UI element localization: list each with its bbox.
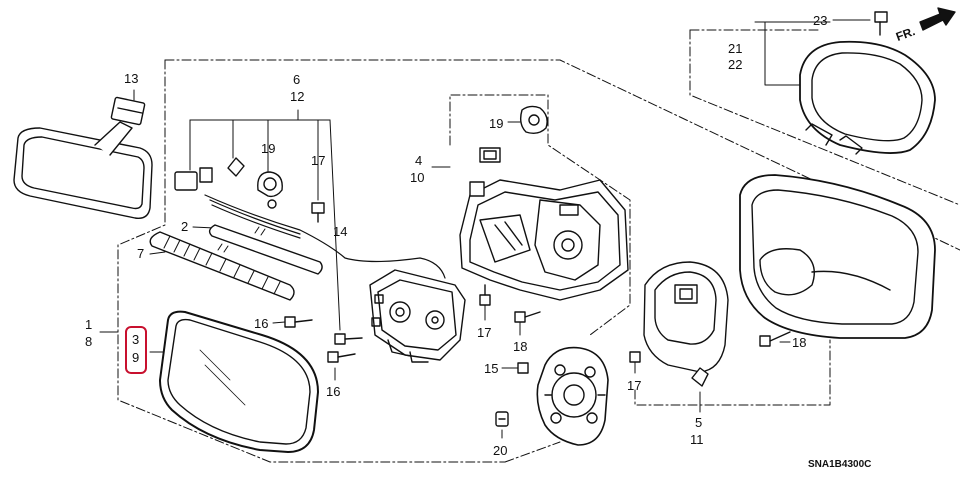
screw-14-fastener — [334, 333, 363, 345]
back-plate — [536, 346, 609, 446]
cable-2 — [208, 224, 323, 275]
callout-6: 6 — [293, 72, 301, 87]
callout-17-motor: 17 — [477, 325, 492, 340]
assembly-boundary — [117, 29, 960, 463]
screw-17-right — [629, 351, 641, 363]
screw-15 — [517, 362, 529, 374]
clip-19-left — [257, 171, 283, 209]
callout-3: 3 — [132, 332, 140, 347]
base-cover — [643, 261, 729, 373]
diagram-code: SNA1B4300C — [808, 459, 872, 470]
callout-10: 10 — [410, 170, 425, 185]
rearview-mirror — [13, 89, 153, 219]
screw-17-left — [311, 202, 325, 223]
motor-unit — [459, 179, 629, 301]
callout-5: 5 — [695, 415, 703, 430]
callout-11: 11 — [690, 432, 704, 447]
mirror-housing — [739, 174, 936, 339]
callout-22: 22 — [728, 57, 743, 72]
callout-18-right: 18 — [792, 335, 807, 350]
screw-17-motor — [479, 284, 491, 306]
callout-18-motor: 18 — [513, 339, 528, 354]
clip-19-right — [519, 105, 548, 135]
screw-18-motor — [514, 311, 541, 323]
callout-14: 14 — [333, 224, 348, 239]
callout-19-left: 19 — [261, 141, 276, 156]
wiring-harness — [174, 157, 446, 279]
cable-7 — [149, 231, 295, 301]
cover-subassembly-boundary — [634, 339, 831, 406]
highlight-3-9 — [125, 326, 147, 374]
callout-16-a: 16 — [254, 316, 269, 331]
screw-16-a — [284, 316, 313, 328]
callout-8: 8 — [85, 334, 93, 349]
callout-4: 4 — [415, 153, 423, 168]
screw-16-b — [327, 351, 356, 363]
screw-23 — [874, 11, 888, 36]
callout-23: 23 — [813, 13, 828, 28]
callout-13: 13 — [124, 71, 139, 86]
callout-15: 15 — [484, 361, 499, 376]
mirror-actuator — [369, 269, 466, 363]
screw-18-right — [759, 331, 791, 347]
mirror-glass — [159, 310, 319, 453]
callout-12: 12 — [290, 89, 305, 104]
callout-1: 1 — [85, 317, 93, 332]
front-arrow-icon — [919, 7, 956, 31]
connector-4 — [479, 147, 501, 163]
callout-17-left: 17 — [311, 153, 326, 168]
callout-16-b: 16 — [326, 384, 341, 399]
callout-20: 20 — [493, 443, 508, 458]
callout-17-right: 17 — [627, 378, 642, 393]
callout-7: 7 — [137, 246, 145, 261]
clip-20 — [495, 411, 509, 427]
callout-2: 2 — [181, 219, 189, 234]
callout-9: 9 — [132, 350, 140, 365]
callout-19-right: 19 — [489, 116, 504, 131]
callout-21: 21 — [728, 41, 743, 56]
clip-5 — [691, 367, 709, 387]
mirror-cap — [799, 40, 936, 155]
leader-lines — [99, 19, 871, 439]
